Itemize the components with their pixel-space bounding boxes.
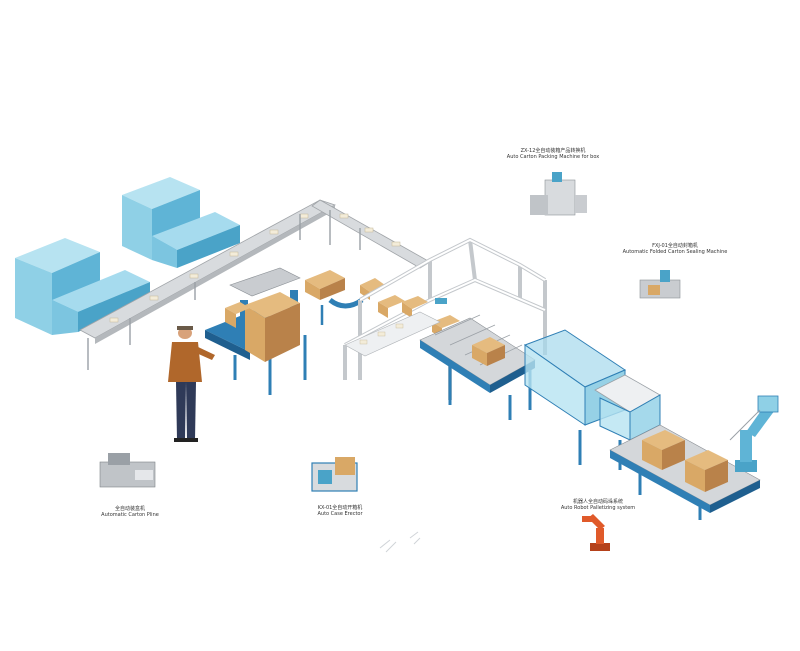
inset-auto-case-erector	[311, 457, 358, 492]
worker-figure	[168, 326, 215, 442]
inset-top-caption: ZX-12全自动装箱产品转换机 Auto Carton Packing Mach…	[498, 148, 608, 160]
inset-bottom-left-caption: 全自动装盒机 Automatic Carton Pline	[85, 506, 175, 518]
upper-packing-machine	[122, 177, 240, 268]
main-conveyor	[79, 199, 431, 370]
inset-carton-machine	[99, 453, 156, 488]
inset-right-line2: Automatic Folded Carton Sealing Machine	[622, 249, 728, 255]
inset-bottom-left-line2: Automatic Carton Pline	[101, 512, 159, 518]
inset-bottom-right-line2: Auto Robot Palletizing system	[560, 505, 636, 511]
inset-bottom-right-caption: 机器人全自动码垛系统 Auto Robot Palletizing system	[548, 499, 648, 511]
inset-bottom-left-line1: 全自动装盒机	[114, 506, 145, 512]
inset-right-line1: FXJ-01全自动封箱机	[652, 243, 698, 249]
left-packing-machine	[15, 238, 150, 335]
sealing-enclosure	[523, 329, 661, 470]
output-conveyor	[609, 424, 761, 520]
inset-right-caption: FXJ-01全自动封箱机 Automatic Folded Carton Sea…	[620, 243, 730, 255]
inset-carton-sealing-machine	[639, 270, 681, 299]
inset-bottom-center-line2: Auto Case Erector	[317, 511, 363, 517]
carton-loading-station	[205, 267, 307, 395]
lower-white-conveyor	[344, 311, 441, 357]
inset-bottom-center-line1: KX-01全自动开箱机	[317, 505, 363, 511]
palletizing-robot	[729, 395, 779, 472]
inset-top-line1: ZX-12全自动装箱产品转换机	[520, 148, 586, 154]
inset-carton-packing-machine	[530, 172, 587, 216]
gantry-cartons	[378, 295, 460, 338]
inset-bottom-center-caption: KX-01全自动开箱机 Auto Case Erector	[295, 505, 385, 517]
inset-top-line2: Auto Carton Packing Machine for box	[506, 154, 600, 160]
inset-bottom-right-line1: 机器人全自动码垛系统	[572, 499, 623, 505]
inset-robot-palletizer	[582, 514, 610, 551]
transfer-cartons	[305, 270, 385, 325]
watermark-marks	[379, 531, 421, 553]
